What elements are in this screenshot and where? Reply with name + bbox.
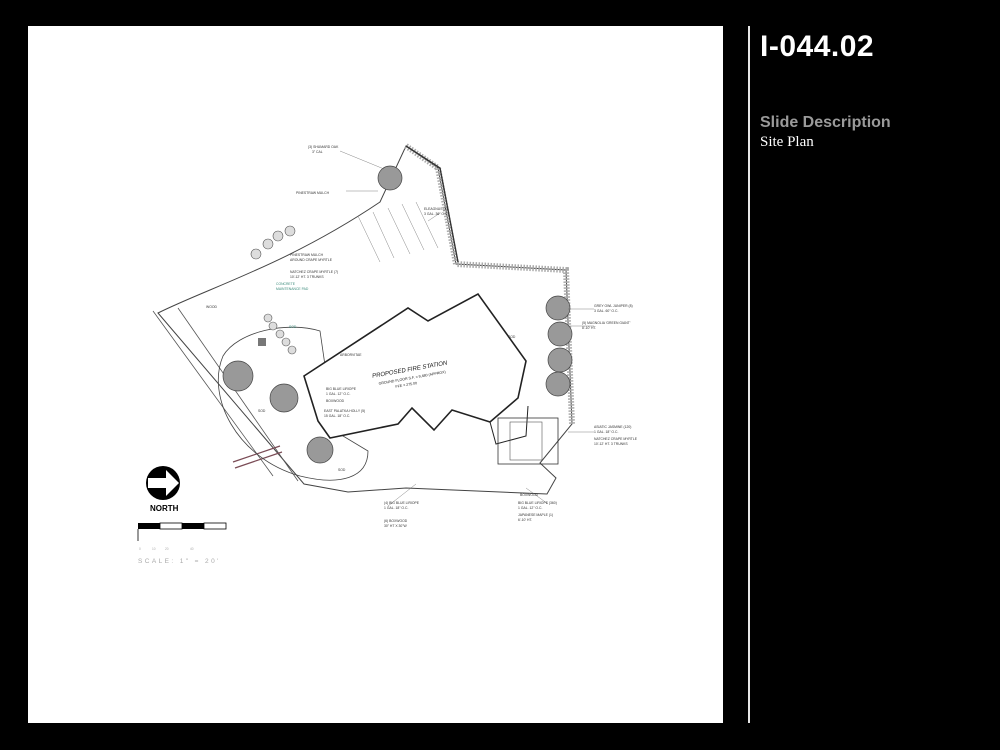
label-boxwood-3-size: 30" HT X 30"W (384, 524, 407, 528)
scale-bar (137, 522, 227, 541)
building-ffe: FFE = 275.00 (395, 381, 417, 389)
north-label: NORTH (150, 504, 179, 513)
label-boxwood-3: (6) BOXWOOD (384, 519, 408, 523)
scale-tick-20: 20 (165, 547, 169, 551)
label-pinestraw-mulch-2b: AROUND CRAPE MYRTLE (290, 258, 333, 262)
rear-pad (509, 421, 543, 461)
label-eleagnus: ELEAGNUS (8) (424, 207, 448, 211)
scale-text: SCALE: 1" = 20' (138, 558, 221, 565)
rear-lot (497, 417, 559, 465)
label-big-blue-liriope: BIG BLUE LIRIOPE (326, 387, 357, 391)
label-natchez-crape-myrtle-size: 10'-12' HT. 3 TRUNKS (290, 275, 324, 279)
label-natchez-crape-myrtle-2: NATCHEZ CRAPE MYRTLE (594, 437, 638, 441)
label-sod-left: SOD (258, 409, 266, 413)
site-plan-drawing: (3) SHUMARD OAK 3" CAL PINESTRAW MULCH P… (137, 143, 638, 565)
label-magnolia-size: 8'-10' HT. (582, 326, 596, 330)
scale-tick-0: 0 (139, 547, 141, 551)
label-east-palatka-holly-size: 15 GAL. 18" O.C. (324, 414, 350, 418)
label-sod-right: SOD (508, 335, 516, 339)
proposed-fire-station (303, 292, 527, 439)
utility-box (258, 338, 266, 346)
label-japanese-maple-size: 6'-10' HT. (518, 518, 532, 522)
label-big-blue-liriope-3-size: 1 GAL. 18" O.C. (384, 506, 408, 510)
label-big-blue-liriope-2-size: 1 GAL. 12" O.C. (518, 506, 542, 510)
shrubs (250, 225, 297, 355)
label-pinestraw-mulch-2: PINESTRAW MULCH (290, 253, 324, 257)
label-eleagnus-size: 3 GAL. 36" O.C. (424, 212, 448, 216)
road-edge-2 (177, 307, 299, 482)
label-sod-green: SOD (289, 325, 297, 329)
label-sod-bottom: SOD (338, 468, 346, 472)
label-boxwood-2: BOXWOOD (520, 493, 539, 497)
property-boundary (157, 145, 573, 495)
tree (306, 436, 334, 464)
label-big-blue-liriope-size: 1 GAL. 12" O.C. (326, 392, 350, 396)
north-arrow-icon (146, 466, 180, 500)
label-shumard-oak: (3) SHUMARD OAK (308, 145, 339, 149)
tree (222, 360, 254, 392)
label-pinestraw-mulch: PINESTRAW MULCH (296, 191, 330, 195)
leader-lines (339, 150, 594, 507)
label-maintenance-pad: MAINTENANCE PAD (276, 287, 309, 291)
label-big-blue-liriope-3: (4) BIG BLUE LIRIOPE (384, 501, 420, 505)
label-arborvitae: ARBORVITAE (340, 353, 362, 357)
label-grey-owl-juniper: GREY OWL JUNIPER (8) (594, 304, 633, 308)
label-grey-owl-juniper-size: 3 GAL. 60" O.C. (594, 309, 618, 313)
hedge-band (404, 143, 575, 425)
slide-description-value: Site Plan (760, 134, 814, 150)
site-plan-panel: (3) SHUMARD OAK 3" CAL PINESTRAW MULCH P… (28, 26, 723, 723)
slide-id: I-044.02 (760, 30, 875, 63)
label-boxwood: BOXWOOD (326, 399, 345, 403)
scale-tick-10: 10 (152, 547, 156, 551)
label-japanese-maple: JAPANESE MAPLE (1) (518, 513, 553, 517)
label-natchez-crape-myrtle-2-size: 10'-12' HT. 3 TRUNKS (594, 442, 628, 446)
label-asiatic-jasmine-size: 1 GAL. 18" O.C. (594, 430, 618, 434)
building-wing (489, 405, 529, 445)
label-asiatic-jasmine: ASIATIC JASMINE (120) (594, 425, 631, 429)
hedge-line (405, 145, 459, 263)
label-magnolia: (5) MAGNOLIA 'GREEN GIANT' (582, 321, 631, 325)
scale-tick-40: 40 (190, 547, 194, 551)
tree (547, 321, 573, 347)
plan-labels: (3) SHUMARD OAK 3" CAL PINESTRAW MULCH P… (206, 145, 638, 528)
road-edge (152, 310, 274, 477)
label-concrete: CONCRETE (276, 282, 296, 286)
tree (547, 347, 573, 373)
parking-stripes (357, 201, 439, 263)
label-shumard-oak-size: 3" CAL (312, 150, 323, 154)
label-big-blue-liriope-2: BIG BLUE LIRIOPE (360) (518, 501, 557, 505)
tree (269, 383, 299, 413)
vertical-divider (748, 26, 750, 723)
trees (222, 165, 573, 464)
tree (545, 295, 571, 321)
tree (377, 165, 403, 191)
label-east-palatka-holly: EAST PALATKA HOLLY (5) (324, 409, 365, 413)
label-wood: WOOD (206, 305, 217, 309)
label-natchez-crape-myrtle: NATCHEZ CRAPE MYRTLE (7) (290, 270, 338, 274)
tree (545, 371, 571, 397)
slide-description-label: Slide Description (760, 114, 891, 131)
